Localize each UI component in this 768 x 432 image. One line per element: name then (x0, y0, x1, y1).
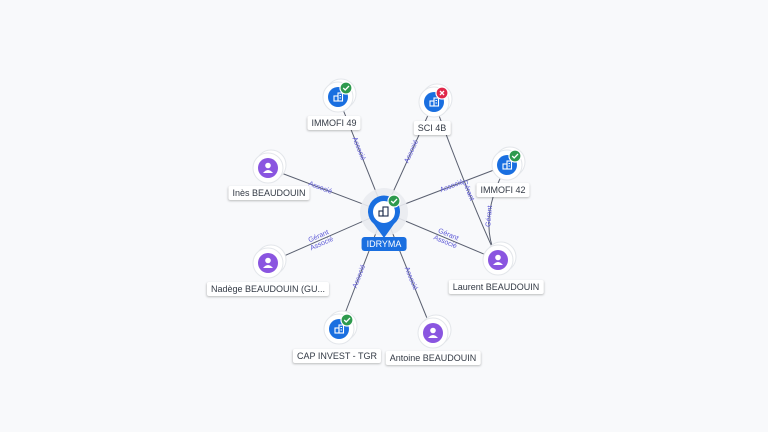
check-badge-icon (387, 194, 401, 208)
edge-label: Associé (403, 266, 419, 291)
node-label-nadege[interactable]: Nadège BEAUDOUIN (GU... (206, 282, 330, 296)
node-antoine[interactable] (417, 314, 452, 349)
node-label-ines[interactable]: Inès BEAUDOUIN (228, 186, 310, 200)
user-icon (263, 257, 273, 268)
node-laurent[interactable] (482, 241, 517, 276)
edge-label: Associé (351, 136, 367, 161)
check-badge-icon (508, 149, 522, 163)
edge-label: Gérant (460, 179, 475, 202)
node-label-immofi49[interactable]: IMMOFI 49 (307, 116, 361, 130)
node-nadege[interactable] (252, 244, 287, 279)
node-sci4b[interactable] (418, 83, 453, 118)
node-capinvest[interactable] (323, 310, 358, 345)
edge-label: Associé (307, 181, 332, 196)
node-immofi42[interactable] (491, 146, 526, 181)
user-icon (428, 327, 438, 338)
buildings-icon (378, 206, 389, 217)
buildings-icon (429, 97, 440, 107)
center-node-label[interactable]: IDRYMA (361, 237, 407, 251)
node-label-laurent[interactable]: Laurent BEAUDOUIN (448, 280, 544, 294)
buildings-icon (333, 92, 344, 102)
user-icon (493, 254, 503, 265)
edge-label: Associé (404, 139, 421, 164)
node-immofi49[interactable] (322, 78, 357, 113)
node-label-antoine[interactable]: Antoine BEAUDOUIN (385, 351, 481, 365)
buildings-icon (334, 324, 345, 334)
node-label-sci4b[interactable]: SCI 4B (413, 121, 451, 135)
buildings-icon (502, 160, 513, 170)
edge-label: Associé (352, 264, 367, 289)
user-icon (263, 162, 273, 173)
edge-label: Gérant (485, 205, 494, 227)
check-badge-icon (340, 313, 354, 327)
closed-badge-icon (435, 86, 449, 100)
check-badge-icon (339, 81, 353, 95)
node-ines[interactable] (252, 149, 287, 184)
center-node[interactable] (360, 188, 408, 238)
node-label-immofi42[interactable]: IMMOFI 42 (476, 183, 530, 197)
node-label-capinvest[interactable]: CAP INVEST - TGR (292, 349, 382, 363)
